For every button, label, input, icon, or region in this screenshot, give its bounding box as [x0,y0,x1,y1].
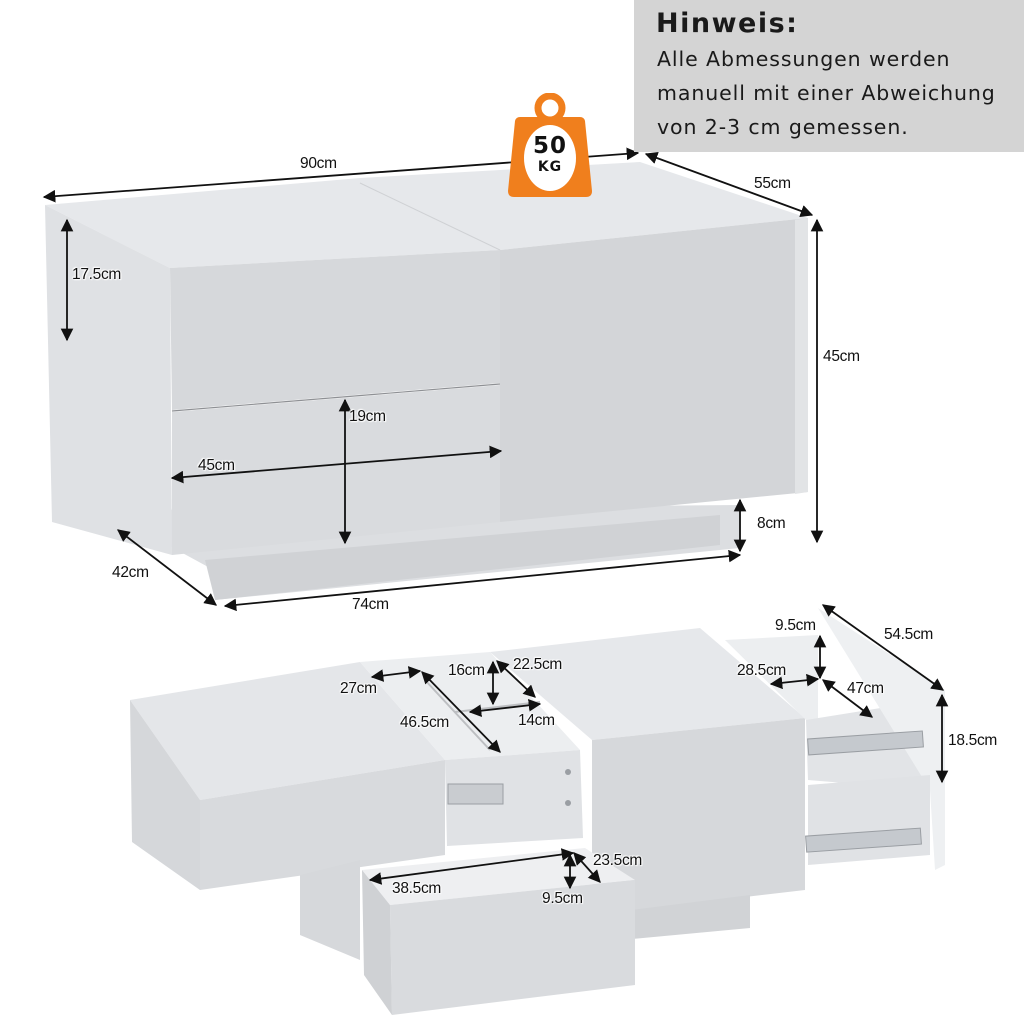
dim-small-compartment-height: 16cm [448,662,485,679]
dim-base-height: 8cm [757,515,786,532]
dim-front-drawer-depth: 23.5cm [593,852,643,869]
weight-value: 50 [532,133,567,159]
note-box [634,0,1024,152]
dim-side-panel-height: 18.5cm [948,732,998,749]
closed-table [45,162,808,600]
dim-side-panel-length: 54.5cm [884,626,934,643]
dim-total-height: 45cm [823,348,860,365]
open-dimension-arrows [368,604,949,890]
dim-base-width: 74cm [352,596,389,613]
dim-compartment-width: 27cm [340,680,377,697]
dim-top-drawer-height: 17.5cm [72,266,122,283]
dim-side-drawer-width: 28.5cm [737,662,787,679]
dim-small-compartment-depth: 22.5cm [513,656,563,673]
note-line-2: manuell mit einer Abweichung [657,81,996,105]
note-title: Hinweis: [656,8,799,39]
dim-front-drawer-height: 9.5cm [542,890,583,907]
weight-icon [508,92,592,197]
dim-base-depth: 42cm [112,564,149,581]
dim-lower-drawer-height: 19cm [349,408,386,425]
dim-lower-drawer-width: 45cm [198,457,235,474]
dim-front-drawer-width: 38.5cm [392,880,442,897]
weight-unit: KG [537,159,563,175]
dim-compartment-depth: 46.5cm [400,714,450,731]
note-line-3: von 2-3 cm gemessen. [657,115,909,139]
dim-side-drawer-depth: 47cm [847,680,884,697]
dim-total-depth: 55cm [754,175,791,192]
dim-total-width: 90cm [300,155,337,172]
weight-capacity-badge: 50 KG [508,92,592,197]
dim-side-drawer-inner-height: 9.5cm [775,617,816,634]
note-line-1: Alle Abmessungen werden [657,47,951,71]
dim-small-compartment-width: 14cm [518,712,555,729]
